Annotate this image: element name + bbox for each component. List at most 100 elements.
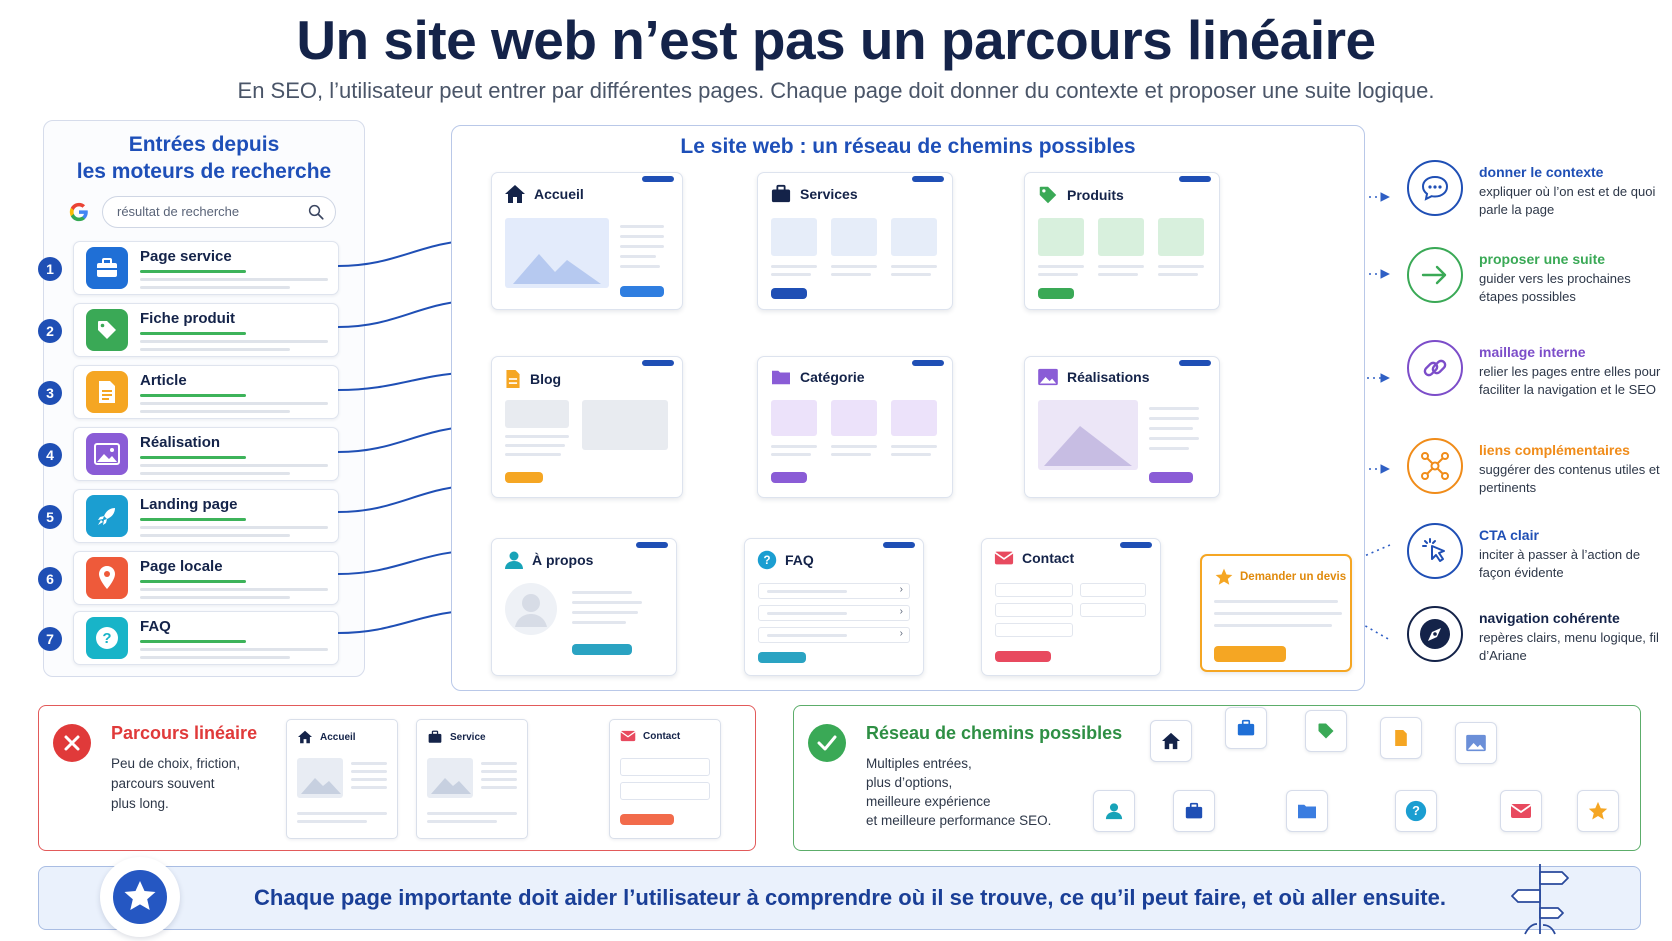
svg-text:?: ? xyxy=(1412,804,1420,818)
svg-text:?: ? xyxy=(102,630,111,647)
linear-desc: Peu de choix, friction, parcours souvent… xyxy=(111,756,241,811)
briefcase-icon xyxy=(428,730,442,743)
tag-icon xyxy=(1305,710,1347,752)
image-icon xyxy=(1038,368,1058,386)
card-accueil[interactable]: Accueil xyxy=(491,172,683,310)
search-placeholder: résultat de recherche xyxy=(117,204,240,219)
mail-icon xyxy=(994,551,1014,565)
footer-text: Chaque page importante doit aider l’util… xyxy=(254,885,1446,910)
card-faq[interactable]: ?FAQ › › › xyxy=(744,538,924,676)
benefit-title: navigation cohérente xyxy=(1479,610,1620,626)
document-icon xyxy=(506,370,520,388)
entry-label: Page locale xyxy=(140,558,223,575)
card-produits[interactable]: Produits xyxy=(1024,172,1220,310)
benefit-title: donner le contexte xyxy=(1479,164,1604,180)
arrow-right-icon xyxy=(1407,247,1463,303)
rocket-icon xyxy=(86,495,128,537)
user-icon xyxy=(505,551,523,569)
tag-icon xyxy=(86,309,128,351)
linear-step-accueil: Accueil xyxy=(286,719,398,839)
entry-faq[interactable]: 7 ? FAQ xyxy=(38,611,339,665)
entry-number: 7 xyxy=(38,627,62,651)
star-icon xyxy=(1577,790,1619,832)
tag-icon xyxy=(1039,186,1057,204)
folder-icon xyxy=(772,370,790,385)
card-title: À propos xyxy=(532,552,594,568)
entry-number: 2 xyxy=(38,319,62,343)
linear-title: Parcours linéaire xyxy=(111,723,258,743)
card-title: Blog xyxy=(530,371,562,387)
search-icon[interactable] xyxy=(307,203,325,221)
entries-title-line2: les moteurs de recherche xyxy=(76,160,332,183)
step-label: Contact xyxy=(643,730,681,742)
avatar xyxy=(505,583,557,635)
entry-label: Fiche produit xyxy=(140,310,235,327)
question-icon: ? xyxy=(86,617,128,659)
close-icon xyxy=(53,724,91,762)
mail-icon xyxy=(1500,790,1542,832)
benefit-desc: guider vers les prochaines étapes possib… xyxy=(1479,271,1631,304)
user-icon xyxy=(1093,790,1135,832)
entry-number: 3 xyxy=(38,381,62,405)
location-pin-icon xyxy=(86,557,128,599)
card-title: Demander un devis xyxy=(1240,571,1347,583)
card-title: FAQ xyxy=(785,552,814,568)
card-title: Réalisations xyxy=(1067,369,1150,385)
linear-step-service: Service xyxy=(416,719,528,839)
mail-icon xyxy=(620,730,636,742)
card-title: Contact xyxy=(1022,550,1075,566)
entry-realisation[interactable]: 4 Réalisation xyxy=(38,427,339,481)
entry-label: Réalisation xyxy=(140,434,221,451)
entry-article[interactable]: 3 Article xyxy=(38,365,339,419)
chat-bubble-icon xyxy=(1407,160,1463,216)
card-blog[interactable]: Blog xyxy=(491,356,683,498)
linear-step-contact: Contact xyxy=(609,719,721,839)
step-label: Accueil xyxy=(320,731,356,743)
card-contact[interactable]: Contact xyxy=(981,538,1161,676)
card-realisations[interactable]: Réalisations xyxy=(1024,356,1220,498)
search-input[interactable]: résultat de recherche xyxy=(102,196,336,228)
question-icon: ? xyxy=(1395,790,1437,832)
card-title: Catégorie xyxy=(800,369,865,385)
benefit-title: liens complémentaires xyxy=(1479,442,1630,458)
entry-label: Landing page xyxy=(140,496,238,513)
network-paths-panel: Réseau de chemins possibles Multiples en… xyxy=(793,705,1641,851)
benefit-desc: repères clairs, menu logique, fil d’Aria… xyxy=(1479,630,1659,663)
network-title: Le site web : un réseau de chemins possi… xyxy=(680,135,1136,158)
linear-path-panel: Parcours linéaire Peu de choix, friction… xyxy=(38,705,756,851)
benefit-title: maillage interne xyxy=(1479,344,1586,360)
card-title: Services xyxy=(800,186,858,202)
google-logo-icon xyxy=(69,202,88,222)
link-icon xyxy=(1407,340,1463,396)
card-services[interactable]: Services xyxy=(757,172,953,310)
card-demander-un-devis[interactable]: Demander un devis xyxy=(1200,554,1352,672)
home-icon xyxy=(505,185,525,203)
card-categorie[interactable]: Catégorie xyxy=(757,356,953,498)
briefcase-icon xyxy=(86,247,128,289)
click-cursor-icon xyxy=(1407,523,1463,579)
compass-icon xyxy=(1407,606,1463,662)
benefit-title: CTA clair xyxy=(1479,527,1539,543)
entries-panel: Entrées depuis les moteurs de recherche … xyxy=(38,120,365,677)
entry-landing-page[interactable]: 5 Landing page xyxy=(38,489,339,543)
question-icon: ? xyxy=(757,550,777,570)
card-a-propos[interactable]: À propos xyxy=(491,538,677,676)
benefit-desc: relier les pages entre elles pour facili… xyxy=(1479,364,1661,397)
entry-number: 5 xyxy=(38,505,62,529)
check-icon xyxy=(808,724,846,762)
entry-fiche-produit[interactable]: 2 Fiche produit xyxy=(38,303,339,357)
home-icon xyxy=(298,730,312,744)
entry-page-locale[interactable]: 6 Page locale xyxy=(38,551,339,605)
image-placeholder xyxy=(505,218,609,288)
benefit-title: proposer une suite xyxy=(1479,251,1606,267)
document-icon xyxy=(86,371,128,413)
entry-page-service[interactable]: 1 Page service xyxy=(38,241,339,295)
page-title: Un site web n’est pas un parcours linéai… xyxy=(296,9,1376,71)
page-subtitle: En SEO, l’utilisateur peut entrer par di… xyxy=(237,78,1435,103)
benefit-desc: inciter à passer à l’action de façon évi… xyxy=(1479,547,1641,580)
benefit-desc: suggérer des contenus utiles et pertinen… xyxy=(1479,462,1660,495)
briefcase-icon xyxy=(771,184,791,203)
image-icon xyxy=(1455,722,1497,764)
entry-number: 4 xyxy=(38,443,62,467)
document-icon xyxy=(1380,717,1422,759)
